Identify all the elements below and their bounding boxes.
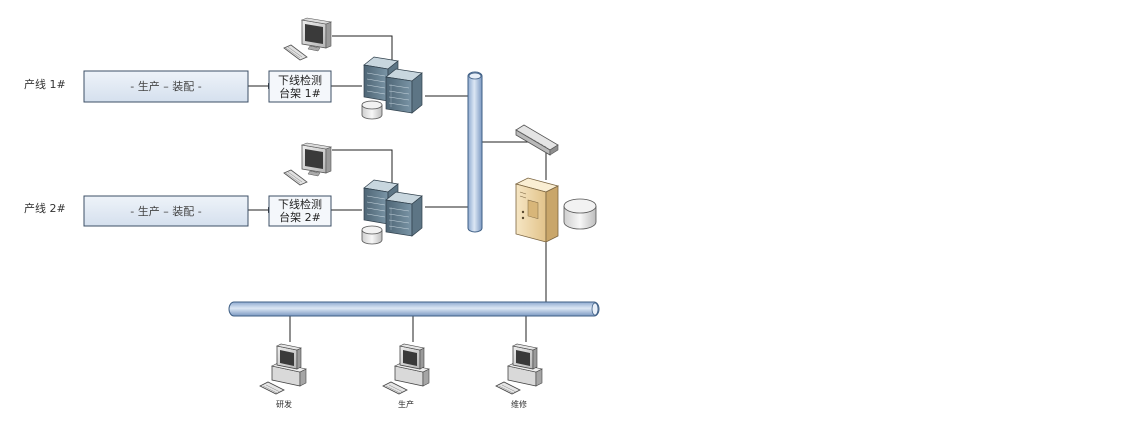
process-box (83, 195, 249, 227)
desktop-pc-icon (259, 343, 307, 395)
connector-lines (248, 35, 547, 342)
desktop-pc-icon (495, 343, 543, 395)
test-rig-label-line2: 台架 2# (279, 210, 321, 224)
tower-server-icon (514, 177, 560, 243)
client-pc-maintenance: 维修 (495, 343, 543, 409)
vertical-bus (467, 71, 483, 233)
line-label: 产线 1# (24, 77, 66, 91)
database-cylinder-icon (361, 100, 383, 120)
client-label: 生产 (398, 399, 414, 409)
line-label: 产线 2# (24, 201, 66, 215)
database-cylinder-icon (361, 225, 383, 245)
test-rig-box (268, 70, 332, 103)
network-switch-icon (515, 124, 559, 156)
test-rig-label-line1: 下线检测 (278, 73, 322, 87)
database-cylinder-icon (563, 198, 597, 230)
connector-workstation-to-server-1 (332, 35, 393, 64)
lan-bus (228, 301, 600, 317)
monitor-keyboard-icon (283, 17, 332, 61)
connector-workstation-to-server-2 (332, 149, 393, 183)
process-box-label: - 生产 – 装配 - (130, 204, 201, 218)
production-line-1: 产线 1# - 生产 – 装配 - 下线检测 台架 1# (24, 17, 423, 120)
client-label: 研发 (276, 399, 292, 409)
process-box-label: - 生产 – 装配 - (130, 79, 201, 93)
monitor-keyboard-icon (283, 142, 332, 186)
client-pc-rnd: 研发 (259, 343, 307, 409)
test-rig-box (268, 195, 332, 227)
process-box (83, 70, 249, 103)
test-rig-label-line2: 台架 1# (279, 86, 321, 100)
client-label: 维修 (511, 399, 527, 409)
client-pc-production: 生产 (382, 343, 430, 409)
test-rig-label-line1: 下线检测 (278, 197, 322, 211)
desktop-pc-icon (382, 343, 430, 395)
production-line-2: 产线 2# - 生产 – 装配 - 下线检测 台架 2# (24, 142, 423, 245)
